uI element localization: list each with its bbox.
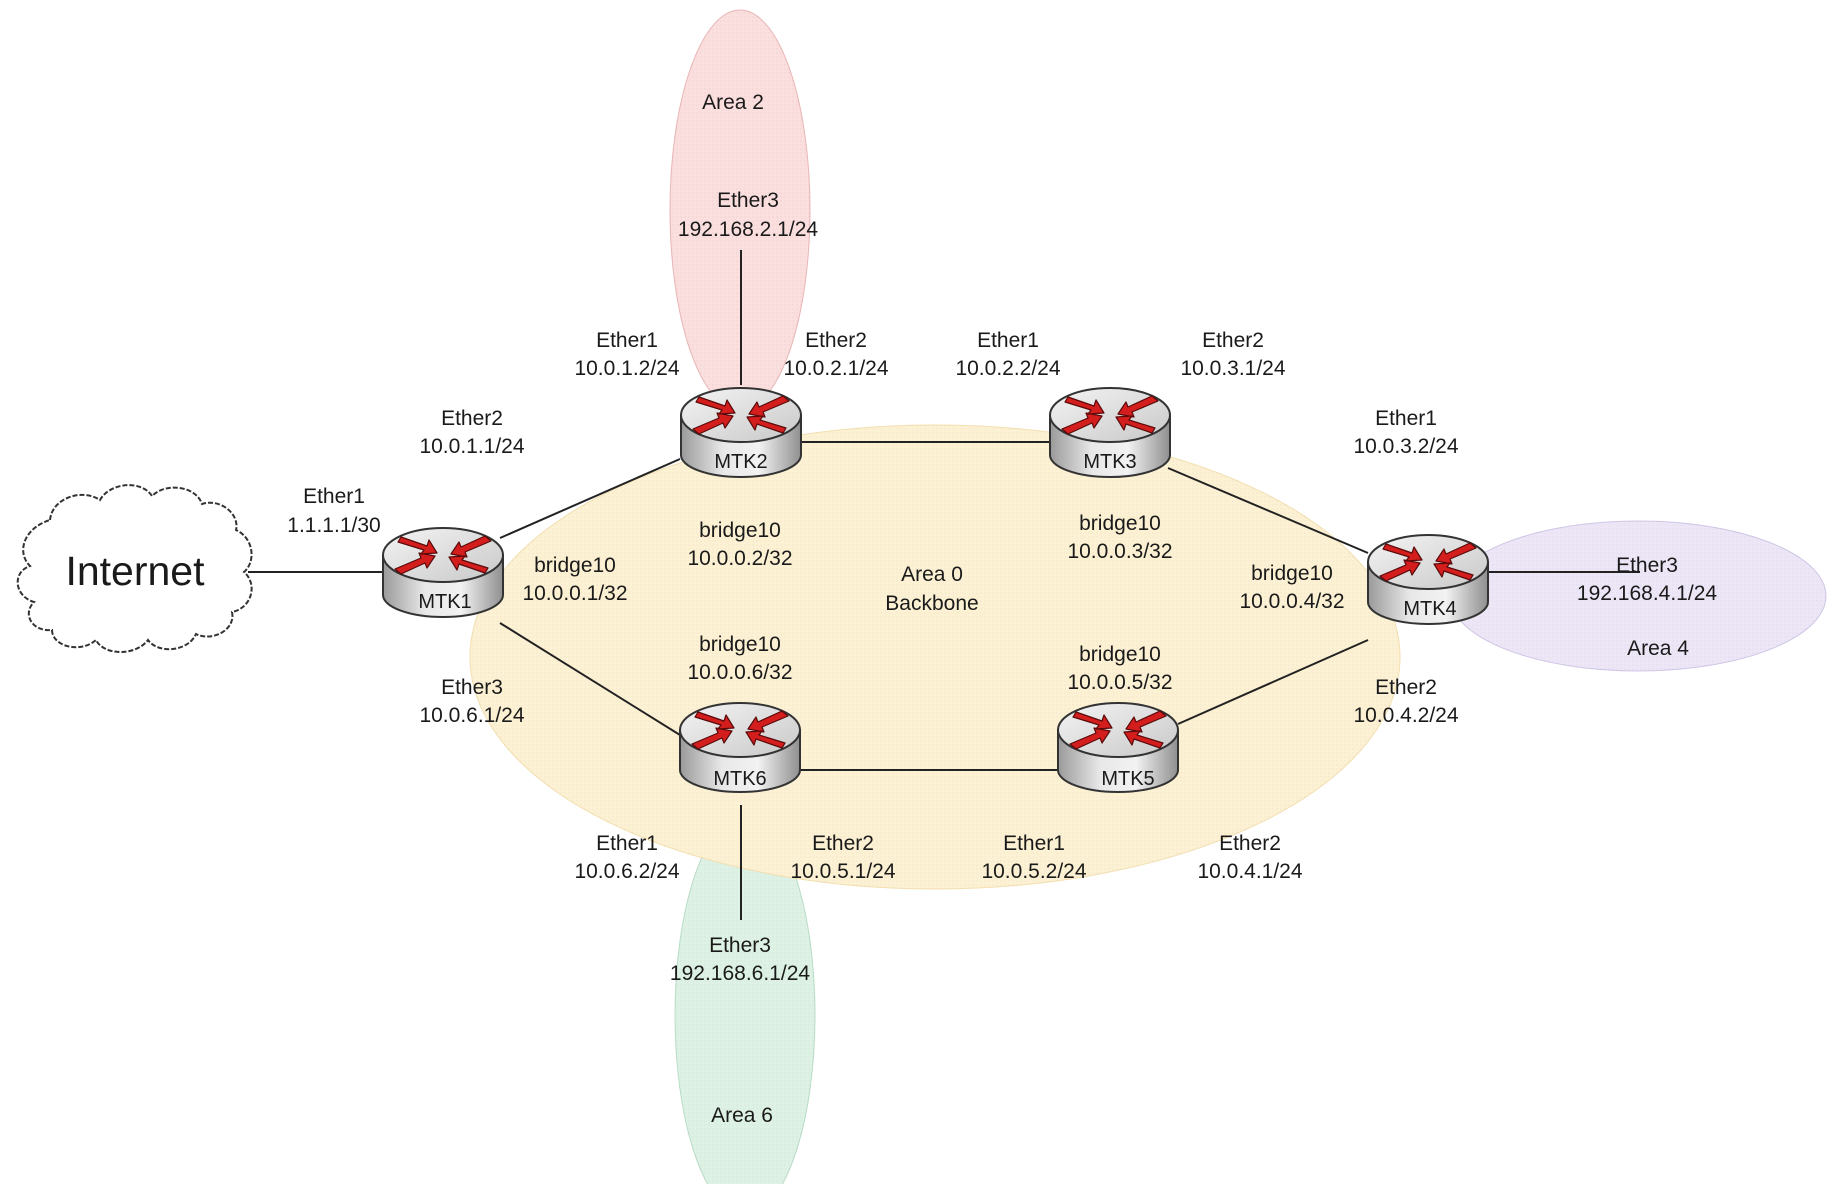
mtk2-ether2-name: Ether2: [805, 329, 867, 352]
router-name: MTK4: [1403, 598, 1456, 620]
mtk1-ether3-ip: 10.0.6.1/24: [419, 704, 524, 727]
internet-label: Internet: [65, 548, 205, 594]
router-mtk6[interactable]: MTK6: [679, 702, 801, 793]
mtk2-ether3-name: Ether3: [717, 189, 779, 212]
mtk3-bridge-ip: 10.0.0.3/32: [1067, 540, 1172, 563]
mtk1-bridge-name: bridge10: [534, 554, 616, 577]
mtk2-ether1-name: Ether1: [596, 329, 658, 352]
link-mtk1-mtk6: [499, 622, 681, 736]
mtk3-bridge-name: bridge10: [1079, 512, 1161, 535]
internet-cloud: Internet: [16, 484, 253, 653]
router-mtk1[interactable]: MTK1: [382, 527, 504, 618]
mtk6-bridge-name: bridge10: [699, 633, 781, 656]
backbone-area-subtitle: Backbone: [885, 592, 978, 615]
mtk2-bridge-ip: 10.0.0.2/32: [687, 547, 792, 570]
mtk6-ether2-name: Ether2: [812, 832, 874, 855]
mtk4-bridge-ip: 10.0.0.4/32: [1239, 590, 1344, 613]
mtk5-ether2-name: Ether2: [1219, 832, 1281, 855]
mtk6-bridge-ip: 10.0.0.6/32: [687, 661, 792, 684]
mtk2-ether1-ip: 10.0.1.2/24: [574, 357, 679, 380]
link-mtk1-mtk2: [499, 458, 681, 539]
backbone-area-name: Area 0: [901, 563, 963, 586]
mtk4-ether2-name: Ether2: [1375, 676, 1437, 699]
router-name: MTK6: [713, 768, 766, 790]
mtk1-ether2-ip: 10.0.1.1/24: [419, 435, 524, 458]
mtk3-ether1-name: Ether1: [977, 329, 1039, 352]
area6-label: Area 6: [711, 1104, 773, 1127]
area2-region: [669, 9, 811, 411]
area4-region: [1449, 520, 1827, 672]
links: [248, 250, 1640, 920]
mtk6-ether1-ip: 10.0.6.2/24: [574, 860, 679, 883]
router-mtk3[interactable]: MTK3: [1049, 387, 1171, 478]
mtk6-ether1-name: Ether1: [596, 832, 658, 855]
mtk3-ether2-name: Ether2: [1202, 329, 1264, 352]
mtk6-ether3-name: Ether3: [709, 934, 771, 957]
mtk4-ether1-ip: 10.0.3.2/24: [1353, 435, 1458, 458]
backbone-area-region: [469, 424, 1401, 890]
mtk2-ether2-ip: 10.0.2.1/24: [783, 357, 888, 380]
router-name: MTK2: [714, 451, 767, 473]
mtk1-ether3-name: Ether3: [441, 676, 503, 699]
mtk4-ether3-ip: 192.168.4.1/24: [1577, 582, 1717, 605]
router-name: MTK1: [418, 591, 471, 613]
mtk1-ether1-ip: 1.1.1.1/30: [287, 514, 380, 537]
router-mtk2[interactable]: MTK2: [680, 387, 802, 478]
mtk4-ether1-name: Ether1: [1375, 407, 1437, 430]
mtk4-ether2-ip: 10.0.4.2/24: [1353, 704, 1458, 727]
router-mtk5[interactable]: MTK5: [1057, 702, 1179, 793]
area4-label: Area 4: [1627, 637, 1689, 660]
router-name: MTK5: [1101, 768, 1154, 790]
router-mtk4[interactable]: MTK4: [1367, 534, 1489, 625]
mtk6-ether3-ip: 192.168.6.1/24: [670, 962, 810, 985]
mtk2-bridge-name: bridge10: [699, 519, 781, 542]
mtk5-bridge-name: bridge10: [1079, 643, 1161, 666]
area2-label: Area 2: [702, 91, 764, 114]
mtk1-ether1-name: Ether1: [303, 485, 365, 508]
link-mtk3-mtk4: [1167, 467, 1369, 554]
router-name: MTK3: [1083, 451, 1136, 473]
mtk1-ether2-name: Ether2: [441, 407, 503, 430]
mtk2-ether3-ip: 192.168.2.1/24: [678, 218, 818, 241]
mtk3-ether1-ip: 10.0.2.2/24: [955, 357, 1060, 380]
mtk5-ether2-ip: 10.0.4.1/24: [1197, 860, 1302, 883]
mtk5-ether1-name: Ether1: [1003, 832, 1065, 855]
mtk4-ether3-name: Ether3: [1616, 554, 1678, 577]
mtk5-bridge-ip: 10.0.0.5/32: [1067, 671, 1172, 694]
cloud-icon: [16, 484, 253, 653]
link-mtk4-mtk5: [1177, 639, 1369, 725]
area6-region: [674, 814, 816, 1184]
mtk5-ether1-ip: 10.0.5.2/24: [981, 860, 1086, 883]
mtk4-bridge-name: bridge10: [1251, 562, 1333, 585]
mtk1-bridge-ip: 10.0.0.1/32: [522, 582, 627, 605]
mtk6-ether2-ip: 10.0.5.1/24: [790, 860, 895, 883]
mtk3-ether2-ip: 10.0.3.1/24: [1180, 357, 1285, 380]
